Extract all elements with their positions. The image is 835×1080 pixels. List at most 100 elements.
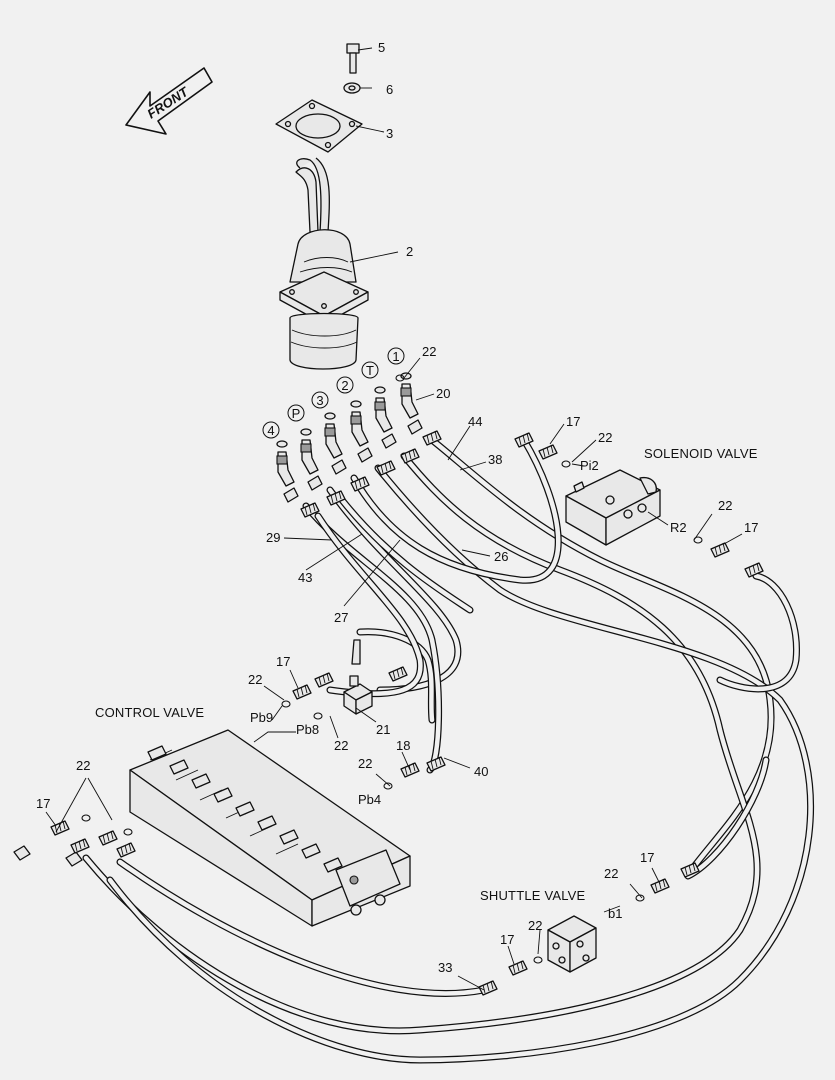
o-ring xyxy=(123,828,133,836)
hose-end-fitting xyxy=(292,684,312,700)
elbow-fitting xyxy=(400,372,423,435)
hose-end-fitting xyxy=(710,542,730,558)
joystick-part xyxy=(279,157,399,370)
o-ring xyxy=(281,700,291,708)
callout-44: 44 xyxy=(468,414,482,429)
svg-text:P: P xyxy=(292,406,301,421)
hose-from-port-t xyxy=(82,452,761,1035)
callout-20: 20 xyxy=(436,386,450,401)
callout-26: 26 xyxy=(494,549,508,564)
hose-33 xyxy=(116,858,488,997)
elbow-fitting xyxy=(300,428,323,491)
hose-mid-b xyxy=(338,496,474,614)
elbow-fitting xyxy=(374,386,397,449)
tee-fitting-part xyxy=(343,639,373,715)
bolt-part xyxy=(346,43,373,74)
hose-end-fitting xyxy=(326,490,346,506)
port-circle-1: 1 xyxy=(387,347,405,365)
hose-group xyxy=(82,436,814,1064)
callout-17-left: 17 xyxy=(36,796,50,811)
callout-17-solenoid: 17 xyxy=(566,414,580,429)
control-valve-part xyxy=(129,729,411,927)
hose-end-fitting xyxy=(422,430,442,446)
o-ring xyxy=(533,956,543,964)
hose-from-port-3 xyxy=(350,436,562,584)
hose-end-fitting xyxy=(98,830,118,846)
hose-from-port-p xyxy=(326,486,462,694)
spool-cap xyxy=(213,787,233,803)
callout-22-pb8: 22 xyxy=(334,738,348,753)
hose-end-fitting xyxy=(70,838,90,854)
shuttle-valve-part xyxy=(547,915,597,973)
callout-22-cv: 22 xyxy=(248,672,262,687)
fitting-group xyxy=(50,374,764,996)
elbow-fitting xyxy=(350,400,373,463)
hose-end-fitting xyxy=(650,878,670,894)
callout-22-r2: 22 xyxy=(718,498,732,513)
hose-end-fitting xyxy=(300,502,320,518)
spool-port xyxy=(349,875,359,885)
svg-text:T: T xyxy=(366,363,374,378)
front-direction-arrow: FRONT xyxy=(125,67,213,135)
hose-pilot-tee xyxy=(356,628,436,724)
port-b1-label: b1 xyxy=(608,906,622,921)
spool-cap xyxy=(279,829,299,845)
callout-22-top: 22 xyxy=(422,344,436,359)
port-circle-2: 2 xyxy=(336,376,354,394)
callout-21: 21 xyxy=(376,722,390,737)
callout-17-b1: 17 xyxy=(640,850,654,865)
port-circle-3: 3 xyxy=(311,391,329,409)
spool-cap xyxy=(191,773,211,789)
hose-end-fitting xyxy=(426,756,446,772)
callout-22-solenoid: 22 xyxy=(598,430,612,445)
elbow-fitting-group xyxy=(276,372,423,503)
callout-17-r2: 17 xyxy=(744,520,758,535)
control-valve-label: CONTROL VALVE xyxy=(95,705,204,720)
port-circle-t: T xyxy=(361,361,379,379)
hose-from-port-4 xyxy=(302,502,443,774)
svg-text:2: 2 xyxy=(341,378,348,393)
hose-end-fitting xyxy=(508,960,528,976)
spool-cap xyxy=(147,745,167,761)
hose-to-solenoid-r2 xyxy=(716,572,801,693)
o-ring xyxy=(81,814,91,822)
elbow-fitting xyxy=(324,412,347,475)
svg-text:1: 1 xyxy=(392,349,399,364)
hose-end-fitting xyxy=(514,432,534,448)
hose-end-fitting xyxy=(350,476,370,492)
hose-end-fitting xyxy=(116,842,136,858)
hose-end-fitting xyxy=(680,862,700,878)
solenoid-valve-label: SOLENOID VALVE xyxy=(644,446,758,461)
spool-cap xyxy=(323,857,343,873)
callout-17-shuttle: 17 xyxy=(500,932,514,947)
hose-from-port-2 xyxy=(106,464,814,1064)
hose-end-fitting xyxy=(314,672,334,688)
callout-3: 3 xyxy=(386,126,393,141)
shuttle-valve-label: SHUTTLE VALVE xyxy=(480,888,586,903)
mounting-gasket-part xyxy=(275,99,385,153)
hose-tip xyxy=(13,845,31,861)
o-ring xyxy=(561,460,571,468)
callout-22-pb4: 22 xyxy=(358,756,372,771)
hose-end-fitting xyxy=(744,562,764,578)
port-pi2-label: Pi2 xyxy=(580,458,599,473)
washer-part xyxy=(343,82,372,94)
svg-text:3: 3 xyxy=(316,393,323,408)
hose-end-fitting xyxy=(400,448,420,464)
callout-2: 2 xyxy=(406,244,413,259)
callout-22-left: 22 xyxy=(76,758,90,773)
o-ring xyxy=(383,782,393,790)
callout-27: 27 xyxy=(334,610,348,625)
callout-29: 29 xyxy=(266,530,280,545)
hose-end-fitting xyxy=(538,444,558,460)
svg-text:4: 4 xyxy=(267,423,274,438)
hose-b1 xyxy=(684,756,770,880)
callout-43: 43 xyxy=(298,570,312,585)
hose-tip xyxy=(65,851,83,867)
hose-end-fitting xyxy=(478,980,498,996)
spool-cap xyxy=(169,759,189,775)
hose-end-fitting xyxy=(388,666,408,682)
port-pb9-label: Pb9 xyxy=(250,710,273,725)
hose-end-fitting xyxy=(50,820,70,836)
